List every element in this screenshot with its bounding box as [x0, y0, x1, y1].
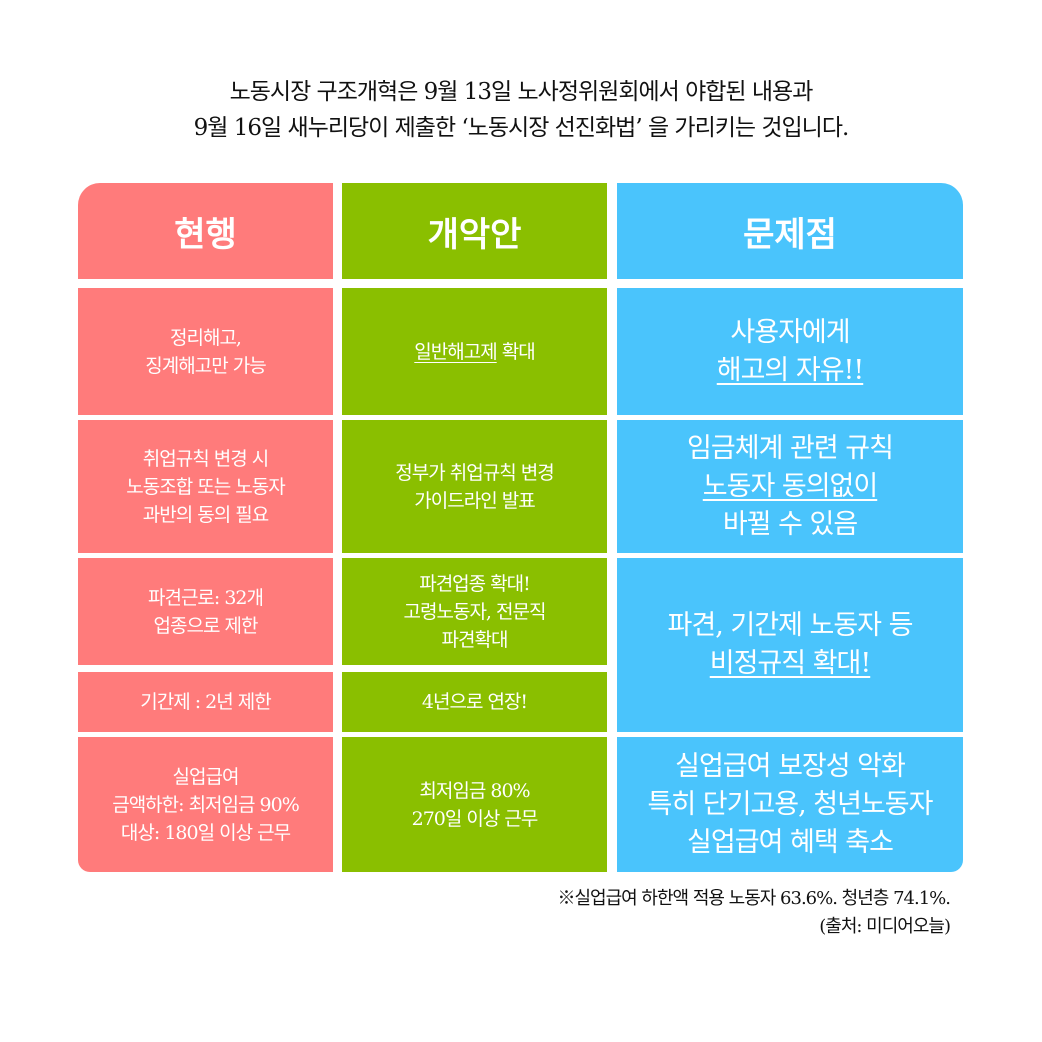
footnote-line: ※실업급여 하한액 적용 노동자 63.6%. 청년층 74.1%. [557, 888, 951, 909]
text: 임금체계 관련 규칙 [687, 432, 894, 464]
text: 가이드라인 발표 [414, 489, 535, 512]
text: 과반의 동의 필요 [142, 503, 269, 526]
text: 270일 이상 근무 [411, 807, 539, 830]
row5-reform: 최저임금 80% 270일 이상 근무 [342, 737, 607, 872]
intro-text: 노동시장 구조개혁은 9월 13일 노사정위원회에서 야합된 내용과 9월 16… [0, 74, 1042, 146]
text: 실업급여 [172, 765, 240, 788]
text: 파견, 기간제 노동자 등 [667, 610, 914, 641]
row1-reform: 일반해고제 확대 [342, 288, 607, 415]
text: 파견근로: 32개 [147, 586, 264, 609]
text: 파견업종 확대! [419, 572, 531, 595]
text: 비정규직 확대! [709, 648, 871, 679]
text: 징계해고만 가능 [145, 354, 266, 377]
text: 취업규칙 변경 시 [142, 447, 269, 470]
text: 특히 단기고용, 청년노동자 [647, 788, 934, 820]
source-line: (출처: 미디어오늘) [819, 916, 951, 937]
row4-reform: 4년으로 연장! [342, 672, 607, 732]
text: 대상: 180일 이상 근무 [120, 821, 291, 844]
header-current: 현행 [78, 183, 333, 279]
header-problem: 문제점 [617, 183, 963, 279]
text: 파견확대 [441, 628, 509, 651]
text: 노동자 동의없이 [702, 470, 878, 502]
intro-line: 9월 16일 새누리당이 제출한 ‘노동시장 선진화법’ 을 가리키는 것입니다… [193, 115, 850, 141]
text: 실업급여 보장성 악화 [675, 750, 906, 782]
text: 정리해고, [170, 326, 242, 349]
text: 해고의 자유!! [716, 354, 864, 386]
row1-current: 정리해고, 징계해고만 가능 [78, 288, 333, 415]
text: 사용자에게 [730, 316, 850, 348]
text: 일반해고제 [414, 340, 497, 363]
text: 확대 [496, 340, 536, 363]
intro-line: 노동시장 구조개혁은 9월 13일 노사정위원회에서 야합된 내용과 [229, 79, 814, 105]
text: 노동조합 또는 노동자 [126, 475, 285, 498]
text: 업종으로 제한 [153, 614, 259, 637]
footnote: ※실업급여 하한액 적용 노동자 63.6%. 청년층 74.1%. (출처: … [557, 885, 951, 941]
text: 고령노동자, 전문직 [403, 600, 547, 623]
row4-current: 기간제 : 2년 제한 [78, 672, 333, 732]
text: 금액하한: 최저임금 90% [112, 793, 300, 816]
header-reform: 개악안 [342, 183, 607, 279]
text: 정부가 취업규칙 변경 [395, 461, 554, 484]
text: 실업급여 혜택 축소 [687, 826, 894, 858]
text: 최저임금 80% [419, 779, 530, 802]
text: 바뀔 수 있음 [722, 508, 858, 540]
